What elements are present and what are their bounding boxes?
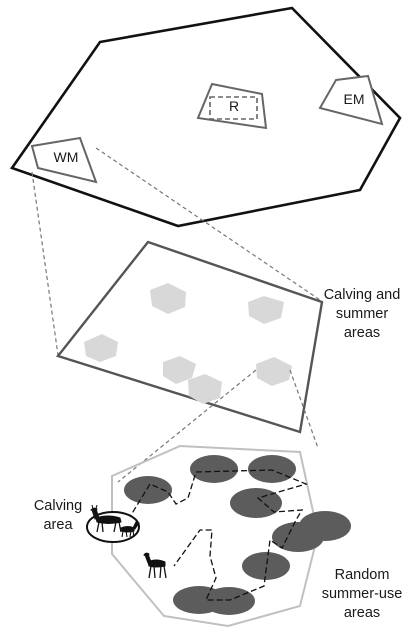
random-summer-label: Random summer-use areas	[318, 566, 406, 623]
wm-label: WM	[53, 149, 79, 165]
summer-patch	[188, 374, 222, 404]
wm-range-outline	[30, 136, 98, 184]
calving-area-label: Calving area	[20, 497, 96, 535]
summer-patch	[150, 283, 186, 314]
caribou-cow-calf-icon	[90, 504, 140, 538]
summer-patch	[84, 334, 118, 362]
calving-summer-label-line1: Calving and	[323, 287, 401, 303]
calving-summer-patches	[84, 283, 292, 404]
use-area-ellipse	[242, 552, 290, 580]
calving-area-label-line2: area	[43, 517, 73, 533]
use-area-ellipse	[203, 587, 255, 615]
summer-patch	[248, 296, 284, 324]
summer-patch	[256, 357, 292, 386]
calving-summer-label-line2: summer	[335, 306, 389, 322]
use-area-ellipse	[230, 488, 282, 518]
calving-summer-plane	[55, 240, 324, 434]
r-label: R	[228, 98, 240, 114]
r-range-outline	[196, 82, 268, 130]
study-area-outline	[9, 6, 402, 228]
summer-patch	[163, 356, 196, 384]
use-area-ellipse	[248, 455, 296, 483]
em-label: EM	[343, 91, 365, 107]
summer-use-polygon	[111, 444, 320, 628]
use-area-ellipse	[272, 522, 324, 552]
movement-path	[127, 469, 308, 601]
random-summer-label-line3: areas	[343, 605, 381, 621]
connector-line	[31, 171, 59, 356]
calving-area-label-line1: Calving	[33, 498, 83, 514]
caribou-calf-icon	[143, 552, 167, 579]
calving-summer-label-line3: areas	[343, 325, 381, 341]
use-area-ellipse	[190, 455, 238, 483]
em-range-outline	[318, 74, 384, 126]
random-summer-label-line2: summer-use	[321, 586, 403, 602]
calving-summer-label: Calving and summer areas	[318, 286, 406, 343]
use-area-ellipse	[124, 476, 172, 504]
random-summer-label-line1: Random	[334, 567, 390, 583]
r-subarea-dashed	[209, 96, 258, 120]
connector-line	[95, 147, 321, 301]
summer-use-ellipses	[124, 455, 351, 615]
